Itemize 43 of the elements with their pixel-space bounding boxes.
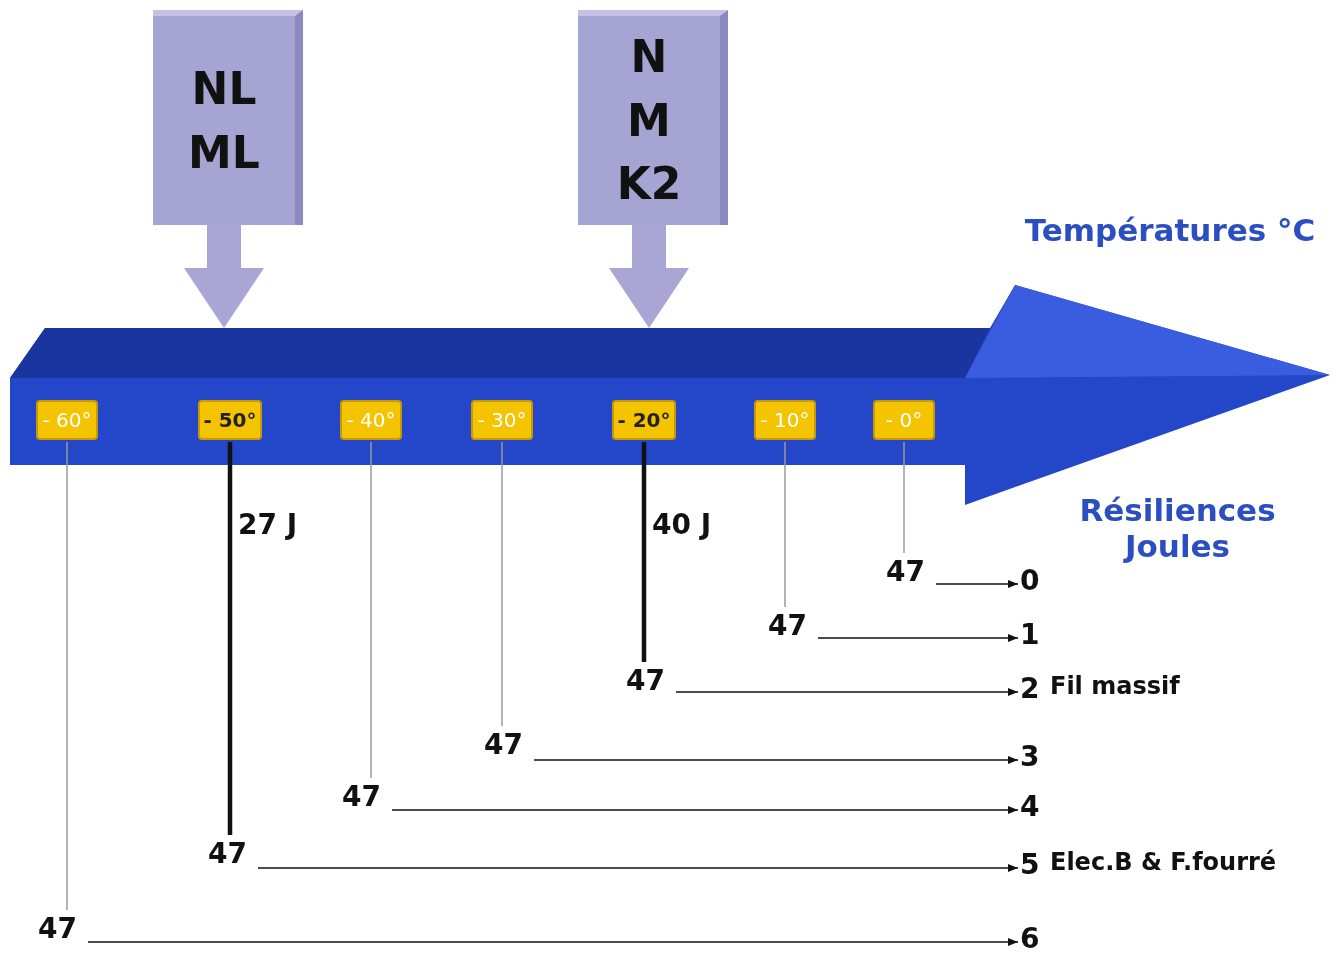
line bbox=[903, 441, 905, 554]
arrow bbox=[533, 756, 1019, 764]
caption-text: Fil massif bbox=[1050, 672, 1180, 700]
value-text: 2 bbox=[1020, 672, 1042, 708]
temperature-tag: - 50° bbox=[198, 400, 262, 440]
line bbox=[501, 441, 503, 727]
temperature-tag: - 30° bbox=[471, 400, 533, 440]
value-text: 4 bbox=[1020, 790, 1042, 826]
value-text: 1 bbox=[1020, 618, 1042, 654]
axis-title: Températures °C bbox=[1023, 212, 1317, 248]
caption-text: Elec.B & F.fourré bbox=[1050, 848, 1277, 876]
temperature-tag: - 10° bbox=[754, 400, 816, 440]
value-text: 47 bbox=[626, 664, 668, 700]
block-arrow bbox=[184, 225, 264, 328]
arrow bbox=[257, 864, 1019, 872]
temperature-tag: - 0° bbox=[873, 400, 935, 440]
value-text: 5 bbox=[1020, 848, 1042, 884]
line bbox=[641, 442, 647, 662]
value-text: 47 bbox=[886, 555, 928, 591]
value-text: 3 bbox=[1020, 740, 1042, 776]
arrow bbox=[87, 938, 1019, 946]
value-text: 47 bbox=[768, 609, 810, 645]
line bbox=[227, 442, 233, 835]
line bbox=[370, 441, 372, 779]
block-arrow bbox=[609, 225, 689, 328]
value-text: 0 bbox=[1020, 564, 1042, 600]
temperature-tag: - 60° bbox=[36, 400, 98, 440]
grade-box: N M K2 bbox=[578, 10, 728, 225]
value-text: 47 bbox=[38, 912, 80, 948]
value-text: 6 bbox=[1020, 922, 1042, 953]
line bbox=[66, 441, 68, 911]
arrow bbox=[935, 580, 1019, 588]
axis-caption: Résiliences Joules bbox=[1078, 492, 1277, 564]
temperature-tag: - 40° bbox=[340, 400, 402, 440]
line bbox=[784, 441, 786, 608]
grade-box: NL ML bbox=[153, 10, 303, 225]
arrow bbox=[675, 688, 1019, 696]
temperature-tag: - 20° bbox=[612, 400, 676, 440]
value-text: 47 bbox=[484, 728, 526, 764]
arrow bbox=[391, 806, 1019, 814]
value-text: 47 bbox=[208, 837, 250, 873]
arrow bbox=[817, 634, 1019, 642]
value-text: 47 bbox=[342, 780, 384, 816]
